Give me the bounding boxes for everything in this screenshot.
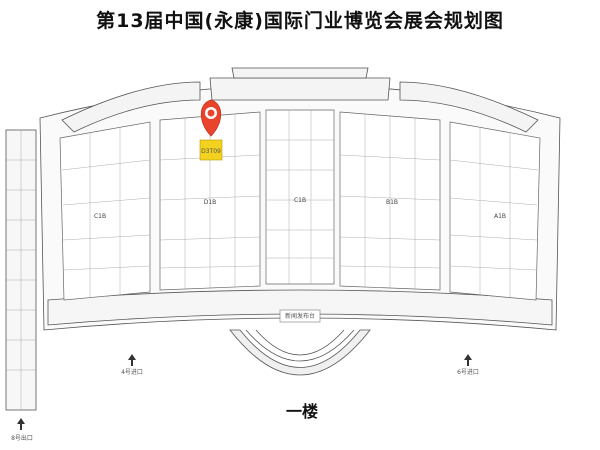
press-stage — [279, 309, 321, 323]
location-pin-icon[interactable] — [200, 99, 222, 137]
hall-label-5: A1B — [494, 213, 506, 220]
exit-8[interactable]: 8号出口 — [11, 418, 33, 442]
entrance-4[interactable]: 4号进口 — [121, 354, 143, 376]
hall-label-1: C1B — [94, 213, 106, 220]
hall-c1b-left[interactable] — [59, 121, 151, 301]
lower-corridor — [47, 289, 553, 326]
up-arrow-icon — [464, 354, 472, 366]
hall-c1b-center[interactable] — [265, 109, 335, 285]
hall-label-4: B1B — [386, 199, 398, 206]
right-wing — [399, 81, 539, 133]
left-tower-rooms — [6, 130, 36, 410]
entrance-4-label: 4号进口 — [121, 368, 143, 376]
booth-grid — [61, 110, 539, 297]
floor-label: 一楼 — [285, 402, 318, 421]
up-arrow-icon — [128, 354, 136, 366]
entrance-plaza — [229, 329, 371, 376]
press-stage-label: 新闻发布台 — [285, 312, 315, 320]
left-wing — [61, 81, 201, 133]
entrance-6[interactable]: 6号进口 — [457, 354, 479, 376]
exit-8-label: 8号出口 — [11, 434, 33, 442]
hall-a1b[interactable] — [449, 121, 541, 301]
hall-label-2: D1B — [204, 199, 217, 206]
entrance-6-label: 6号进口 — [457, 368, 479, 376]
hall-label-3: C1B — [294, 197, 306, 204]
top-lobby — [209, 77, 391, 101]
highlighted-booth[interactable] — [199, 139, 223, 161]
booth-label: D3T09 — [201, 148, 221, 155]
map-title: 第13届中国(永康)国际门业博览会展会规划图 — [96, 10, 504, 32]
up-arrow-icon — [17, 418, 25, 430]
